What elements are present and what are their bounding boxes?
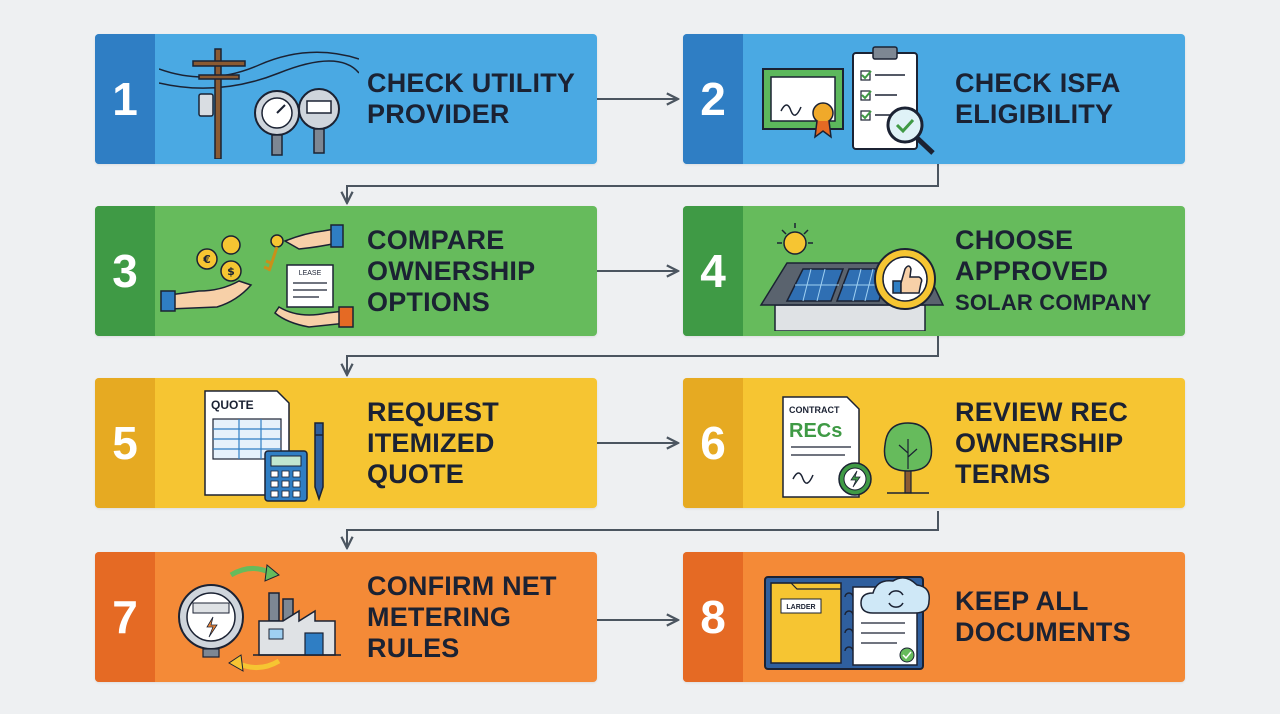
step-card-5: 5 QUOTE REQU (95, 378, 597, 508)
step-label-line: ELIGIBILITY (955, 99, 1114, 129)
step-label: CONFIRM NET METERING RULES (367, 552, 593, 682)
step-label-line: CONFIRM NET (367, 570, 557, 601)
step-label: REVIEW REC OWNERSHIP TERMS (955, 378, 1181, 508)
step-label-line: ITEMIZED (367, 427, 495, 458)
step-label-line: KEEP ALL (955, 586, 1089, 616)
quote-calculator-pen-icon: QUOTE (159, 383, 359, 503)
contract-label: CONTRACT (789, 405, 840, 415)
step-label-line: RULES (367, 632, 460, 663)
step-label-line: DOCUMENTS (955, 617, 1131, 647)
step-label-line: SOLAR COMPANY (955, 289, 1152, 315)
step-label-line: CHECK ISFA (955, 68, 1121, 98)
step-card-7: 7 CONFIRM NET METERING (95, 552, 597, 682)
step-label: CHECK UTILITY PROVIDER (367, 34, 593, 164)
step-label: CHECK ISFA ELIGIBILITY (955, 34, 1181, 164)
step-label-line: CHECK UTILITY (367, 68, 576, 98)
step-label: REQUEST ITEMIZED QUOTE (367, 378, 593, 508)
coins-key-lease-icon: € $ LEASE (159, 211, 359, 331)
solar-roof-approval-icon (747, 211, 947, 332)
step-card-6: 6 CONTRACT RECs REVIEW REC OWNERSHIP T (683, 378, 1185, 508)
step-label-line: CHOOSE (955, 224, 1074, 255)
step-number: 8 (683, 552, 743, 682)
binder-folder-cloud-icon: LARDER (747, 557, 947, 677)
step-number: 1 (95, 34, 155, 164)
step-number: 2 (683, 34, 743, 164)
step-number: 4 (683, 206, 743, 336)
step-card-4: 4 CHOOSE APPROVED (683, 206, 1185, 336)
step-label-line: REQUEST (367, 396, 499, 427)
meter-factory-exchange-icon (159, 557, 359, 677)
arrow-4-to-5 (347, 336, 939, 375)
svg-text:€: € (202, 253, 211, 266)
step-label-line: METERING (367, 601, 512, 632)
certificate-checklist-icon (747, 39, 947, 159)
step-label: COMPARE OWNERSHIP OPTIONS (367, 206, 593, 336)
step-label-line: COMPARE (367, 224, 505, 255)
step-label-line: APPROVED (955, 255, 1109, 286)
svg-text:$: $ (227, 265, 235, 278)
step-label-line: OWNERSHIP (367, 255, 536, 286)
step-number: 3 (95, 206, 155, 336)
step-label-line: TERMS (955, 458, 1051, 489)
step-label-line: QUOTE (367, 458, 465, 489)
step-card-3: 3 € $ LEASE (95, 206, 597, 336)
quote-label: QUOTE (211, 398, 254, 412)
step-number: 7 (95, 552, 155, 682)
step-label-line: OPTIONS (367, 286, 490, 317)
step-card-1: 1 CHECK UTILITY PROVIDER (95, 34, 597, 164)
utility-pole-meters-icon (158, 39, 360, 160)
arrow-2-to-3 (347, 164, 939, 203)
step-label-line: PROVIDER (367, 99, 510, 129)
arrow-6-to-7 (347, 511, 939, 548)
step-label-line: OWNERSHIP (955, 427, 1124, 458)
larder-label: LARDER (786, 604, 815, 611)
step-label-line: REVIEW REC (955, 396, 1129, 427)
step-card-2: 2 (683, 34, 1185, 164)
step-number: 5 (95, 378, 155, 508)
recs-contract-tree-icon: CONTRACT RECs (747, 383, 947, 503)
step-label: CHOOSE APPROVED SOLAR COMPANY (955, 206, 1181, 336)
recs-label: RECs (789, 420, 842, 442)
step-label: KEEP ALL DOCUMENTS (955, 552, 1181, 682)
step-card-8: 8 LARDER KE (683, 552, 1185, 682)
step-number: 6 (683, 378, 743, 508)
lease-label: LEASE (299, 270, 322, 277)
